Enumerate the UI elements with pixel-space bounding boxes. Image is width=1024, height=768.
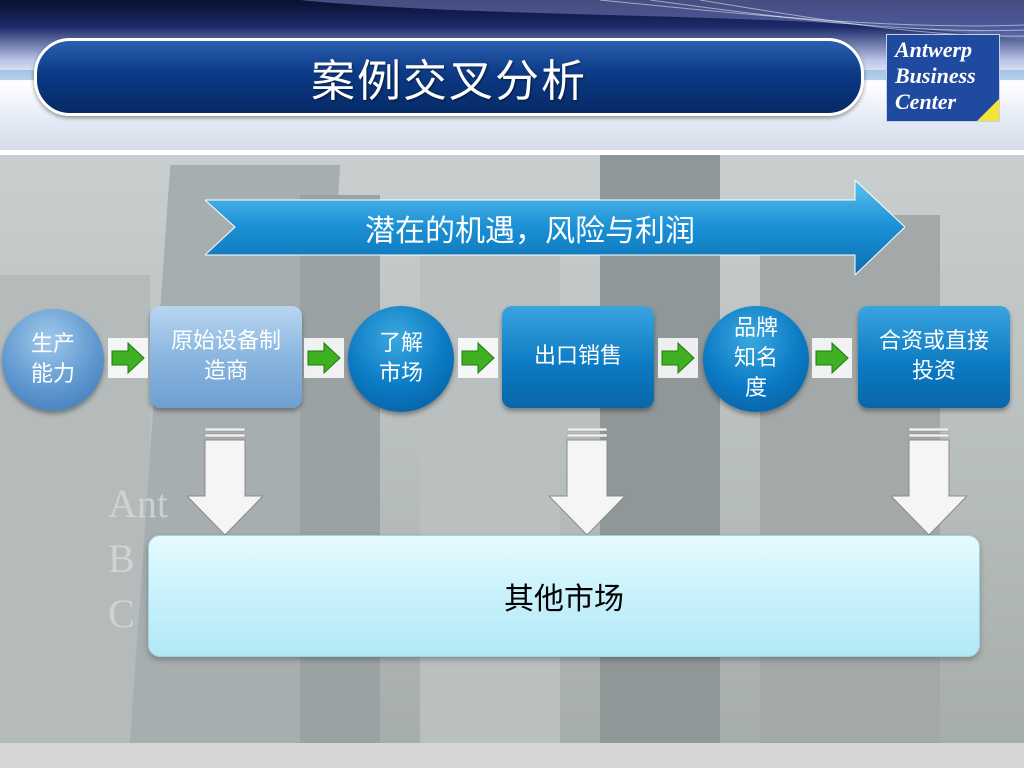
down-arrow-icon: [549, 428, 625, 536]
bottom-strip: [0, 743, 1024, 768]
green-right-arrow-icon: [658, 338, 698, 378]
building-shape: [300, 195, 380, 743]
banner-text: 潜在的机遇，风险与利润: [365, 214, 695, 249]
flow-node-joint-venture: 合资或直接投资: [858, 306, 1010, 408]
other-markets-box: 其他市场: [148, 535, 980, 657]
flow-node-know-market: 了解市场: [348, 306, 454, 412]
flow-node-export-sales: 出口销售: [502, 306, 654, 408]
down-arrow-icon: [891, 428, 967, 536]
flow-node-label: 生产能力: [30, 332, 75, 387]
green-right-arrow-icon: [812, 338, 852, 378]
other-markets-label: 其他市场: [504, 582, 624, 617]
photo-sign-text: B: [108, 536, 135, 581]
logo-yellow-triangle: [977, 99, 999, 121]
green-right-arrow-icon: [304, 338, 344, 378]
flow-node-label: 出口销售: [533, 344, 622, 369]
flow-node-label: 品牌知名度: [733, 316, 778, 401]
down-arrow-icon: [187, 428, 263, 536]
photo-sign-text: C: [108, 591, 135, 636]
green-right-arrow-icon: [108, 338, 148, 378]
logo-line-3: Center: [895, 89, 957, 114]
logo-line-2: Business: [895, 63, 976, 88]
antwerp-business-center-logo: Antwerp Business Center: [886, 34, 1000, 122]
green-right-arrow-icon: [458, 338, 498, 378]
flow-node-label: 原始设备制造商: [171, 329, 282, 384]
logo-line-1: Antwerp: [895, 37, 973, 62]
page-title: 案例交叉分析: [311, 56, 587, 107]
banner-arrow-shape: [205, 180, 905, 275]
flow-node-label: 了解市场: [378, 331, 423, 386]
flow-node-oem: 原始设备制造商: [150, 306, 302, 408]
photo-sign-text: Ant: [108, 481, 168, 526]
flow-node-production-capacity: 生产能力: [2, 309, 104, 411]
flow-node-brand-awareness: 品牌知名度: [703, 306, 809, 412]
flow-node-label: 合资或直接投资: [879, 329, 990, 384]
title-bar: 案例交叉分析: [34, 38, 864, 116]
